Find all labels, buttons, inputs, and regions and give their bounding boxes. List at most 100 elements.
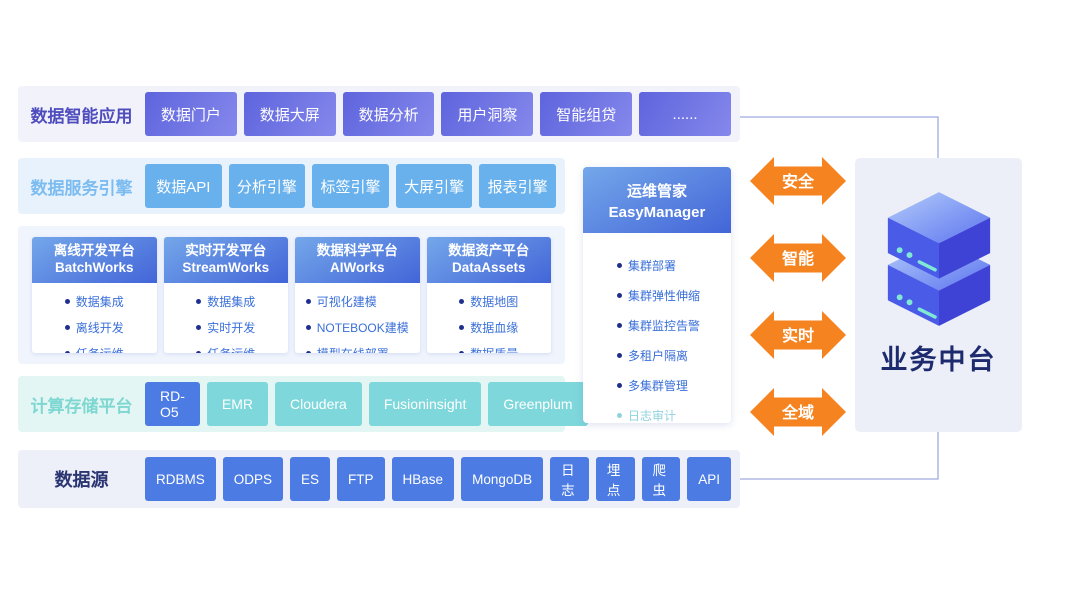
compute-chip-greenplum[interactable]: Greenplum bbox=[488, 382, 588, 426]
platform-card-header: 离线开发平台 BatchWorks bbox=[32, 237, 157, 283]
platform-feature: 数据集成 bbox=[196, 293, 255, 310]
arrow-intelligent: 智能 bbox=[750, 234, 846, 282]
platform-feature: 数据血缘 bbox=[459, 319, 518, 336]
source-chip-log[interactable]: 日志 bbox=[550, 457, 589, 501]
app-chip-smart-credit[interactable]: 智能组贷 bbox=[540, 92, 633, 136]
bullet-dot-icon bbox=[196, 351, 202, 353]
engine-chip-data-api[interactable]: 数据API bbox=[145, 164, 222, 208]
bullet-dot-icon bbox=[617, 293, 622, 298]
compute-chip-fusioninsight[interactable]: Fusioninsight bbox=[368, 382, 482, 426]
compute-chip-rdos[interactable]: RD-O5 bbox=[145, 382, 200, 426]
arrow-security: 安全 bbox=[750, 157, 846, 205]
platform-feature: 任务运维 bbox=[64, 345, 124, 353]
bullet-dot-icon bbox=[617, 413, 622, 418]
platform-feature: 可视化建模 bbox=[305, 293, 377, 310]
layer-compute-storage-label: 计算存储平台 bbox=[30, 396, 133, 416]
arrow-label: 全域 bbox=[781, 403, 814, 422]
arrow-label: 实时 bbox=[782, 326, 814, 345]
app-chip-data-analysis[interactable]: 数据分析 bbox=[342, 92, 435, 136]
app-chip-more[interactable]: ...... bbox=[639, 92, 731, 136]
bullet-dot-icon bbox=[64, 325, 70, 330]
platform-title: 数据资产平台 bbox=[448, 243, 530, 259]
engine-chip-list: 数据API 分析引擎 标签引擎 大屏引擎 报表引擎 bbox=[145, 164, 556, 208]
engine-chip-report[interactable]: 报表引擎 bbox=[479, 164, 556, 208]
easymanager-title: 运维管家 bbox=[626, 182, 687, 200]
bullet-dot-icon bbox=[459, 299, 465, 304]
arrow-label: 智能 bbox=[782, 249, 814, 268]
arrow-label: 安全 bbox=[782, 172, 815, 191]
platform-card-body: 数据地图 数据血缘 数据质量 bbox=[427, 283, 552, 353]
platform-name: BatchWorks bbox=[54, 260, 134, 275]
compute-chip-list: RD-O5 EMR Cloudera Fusioninsight Greenpl… bbox=[145, 382, 588, 426]
bullet-dot-icon bbox=[617, 263, 622, 268]
platform-feature: 数据地图 bbox=[459, 293, 518, 310]
platform-feature: 模型在线部署 bbox=[305, 345, 389, 353]
bullet-dot-icon bbox=[196, 299, 202, 304]
app-chip-user-insight[interactable]: 用户洞察 bbox=[441, 92, 534, 136]
platform-card-dataassets: 数据资产平台 DataAssets 数据地图 数据血缘 数据质量 bbox=[426, 237, 552, 353]
engine-chip-big-screen[interactable]: 大屏引擎 bbox=[395, 164, 473, 208]
platform-feature: NOTEBOOK建模 bbox=[305, 319, 409, 336]
app-chip-data-screen[interactable]: 数据大屏 bbox=[243, 92, 336, 136]
business-platform-card: 业务中台 bbox=[855, 158, 1022, 432]
layer-data-sources: 数据源 RDBMS ODPS ES FTP HBase MongoDB 日志 埋… bbox=[18, 450, 740, 508]
server-stack-icon bbox=[887, 192, 990, 326]
bullet-dot-icon bbox=[305, 299, 311, 304]
source-chip-tracking[interactable]: 埋点 bbox=[595, 457, 635, 501]
source-chip-hbase[interactable]: HBase bbox=[391, 457, 455, 501]
layer-service-engines-label: 数据服务引擎 bbox=[30, 178, 133, 198]
arrow-fulldomain: 全域 bbox=[750, 388, 846, 436]
platform-feature: 实时开发 bbox=[196, 319, 255, 336]
platform-title: 数据科学平台 bbox=[316, 243, 398, 259]
bullet-dot-icon bbox=[196, 325, 202, 330]
source-chip-es[interactable]: ES bbox=[290, 457, 331, 501]
platform-card-header: 数据资产平台 DataAssets bbox=[426, 237, 551, 283]
layer-service-engines: 数据服务引擎 数据API 分析引擎 标签引擎 大屏引擎 报表引擎 bbox=[18, 158, 565, 214]
app-chip-data-portal[interactable]: 数据门户 bbox=[145, 92, 237, 136]
source-chip-crawler[interactable]: 爬虫 bbox=[641, 457, 681, 501]
layer-data-apps: 数据智能应用 数据门户 数据大屏 数据分析 用户洞察 智能组贷 ...... bbox=[18, 86, 740, 142]
source-chip-list: RDBMS ODPS ES FTP HBase MongoDB 日志 埋点 爬虫… bbox=[145, 457, 731, 501]
platform-name: AIWorks bbox=[329, 260, 385, 275]
arrow-realtime: 实时 bbox=[750, 311, 846, 359]
source-chip-ftp[interactable]: FTP bbox=[337, 457, 385, 501]
easymanager-feature: 集群监控告警 bbox=[617, 317, 731, 334]
bullet-dot-icon bbox=[64, 299, 70, 304]
easymanager-feature: 多租户隔离 bbox=[617, 347, 731, 364]
easymanager-feature-muted: 日志审计 bbox=[617, 407, 731, 423]
platform-card-header: 实时开发平台 StreamWorks bbox=[163, 237, 288, 283]
platform-card-header: 数据科学平台 AIWorks bbox=[295, 237, 420, 283]
easymanager-name: EasyManager bbox=[608, 203, 706, 221]
layer-data-apps-label: 数据智能应用 bbox=[30, 106, 133, 126]
source-chip-mongodb[interactable]: MongoDB bbox=[461, 457, 544, 501]
platform-feature: 任务运维 bbox=[196, 345, 255, 353]
platform-card-body: 数据集成 实时开发 任务运维 bbox=[164, 283, 289, 353]
layer-compute-storage: 计算存储平台 RD-O5 EMR Cloudera Fusioninsight … bbox=[18, 376, 588, 432]
business-platform-label: 业务中台 bbox=[880, 345, 997, 375]
platform-name: DataAssets bbox=[451, 260, 526, 275]
platform-feature: 离线开发 bbox=[64, 319, 124, 336]
platform-card-body: 数据集成 离线开发 任务运维 bbox=[32, 283, 157, 353]
bullet-dot-icon bbox=[459, 325, 465, 330]
source-chip-api[interactable]: API bbox=[687, 457, 731, 501]
platform-card-batchworks: 离线开发平台 BatchWorks 数据集成 离线开发 任务运维 bbox=[32, 237, 157, 353]
platform-feature: 数据集成 bbox=[64, 293, 124, 310]
easymanager-header: 运维管家 EasyManager bbox=[583, 167, 731, 233]
compute-chip-emr[interactable]: EMR bbox=[206, 382, 269, 426]
bullet-dot-icon bbox=[305, 351, 311, 353]
easymanager-card: 运维管家 EasyManager 集群部署 集群弹性伸缩 集群监控告警 多租户隔… bbox=[583, 167, 731, 423]
platform-card-aiworks: 数据科学平台 AIWorks 可视化建模 NOTEBOOK建模 模型在线部署 bbox=[295, 237, 420, 353]
engine-chip-tag[interactable]: 标签引擎 bbox=[312, 164, 389, 208]
bullet-dot-icon bbox=[459, 351, 465, 353]
layer-dev-platforms: 离线开发平台 BatchWorks 数据集成 离线开发 任务运维 实时开发平台 … bbox=[18, 226, 565, 364]
source-chip-odps[interactable]: ODPS bbox=[222, 457, 284, 501]
layer-data-sources-label: 数据源 bbox=[54, 470, 109, 490]
engine-chip-analysis[interactable]: 分析引擎 bbox=[228, 164, 306, 208]
bullet-dot-icon bbox=[617, 323, 622, 328]
bullet-dot-icon bbox=[617, 353, 622, 358]
easymanager-feature: 多集群管理 bbox=[617, 377, 731, 394]
compute-chip-cloudera[interactable]: Cloudera bbox=[275, 382, 362, 426]
source-chip-rdbms[interactable]: RDBMS bbox=[145, 457, 216, 501]
easymanager-feature: 集群弹性伸缩 bbox=[617, 287, 731, 304]
